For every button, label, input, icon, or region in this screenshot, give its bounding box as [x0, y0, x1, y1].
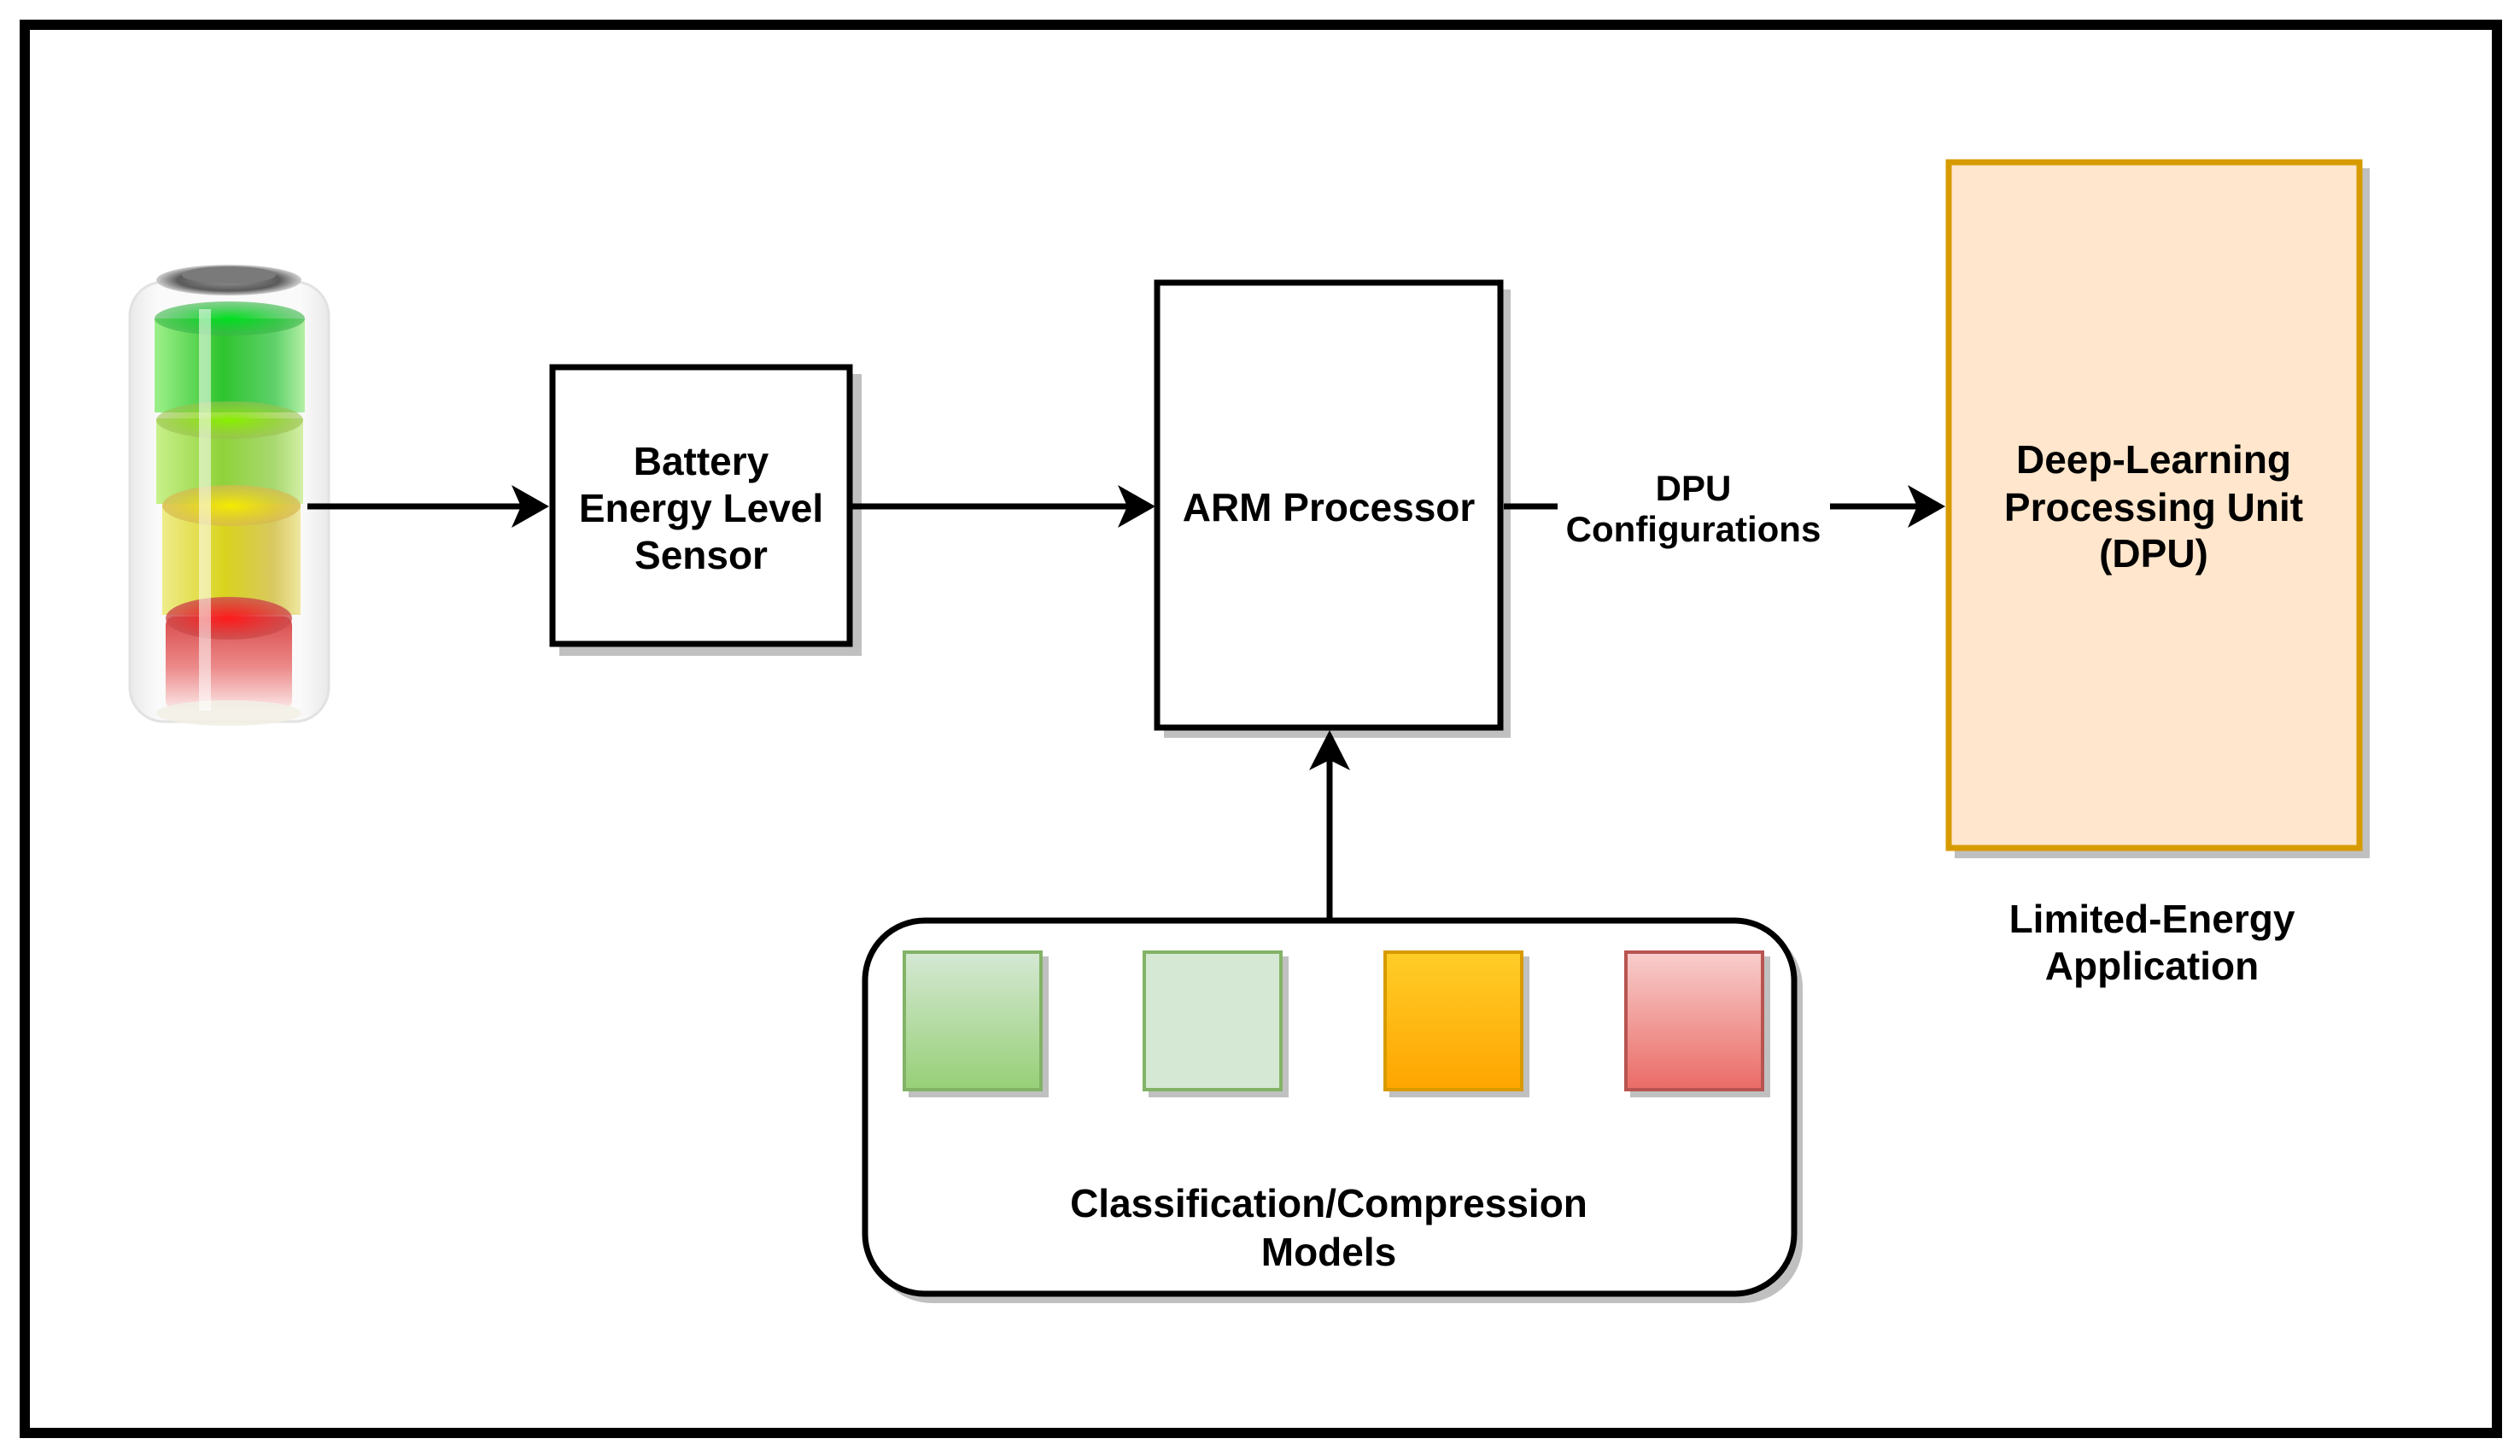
edge-label-line-2: Configurations: [1566, 509, 1821, 549]
model-square-1: [903, 950, 1049, 1097]
battery-terminal-top: [182, 266, 276, 284]
sensor-label-line-2: Energy Level: [579, 486, 823, 530]
battery-level-yellow-top: [162, 485, 301, 526]
battery-energy-sensor-box: Battery Energy Level Sensor: [549, 364, 862, 656]
edge-label-line-1: DPU: [1656, 468, 1732, 508]
arrow-sensor-to-processor: [852, 485, 1155, 528]
model-square-4: [1624, 950, 1770, 1097]
application-caption-line-1: Limited-Energy: [2009, 897, 2295, 941]
arrow-battery-to-sensor: [307, 485, 549, 528]
dpu-label-line-1: Deep-Learning: [2016, 437, 2291, 482]
battery-level-red: [166, 617, 292, 709]
model-square-2: [1143, 950, 1289, 1097]
battery-level-icon: [128, 265, 330, 726]
sensor-label-line-3: Sensor: [634, 533, 768, 577]
arrow-processor-to-dpu: [1504, 485, 1945, 528]
dpu-box: Deep-Learning Processing Unit (DPU): [1945, 159, 2370, 858]
battery-highlight: [199, 309, 211, 710]
models-label-line-2: Models: [1261, 1230, 1396, 1274]
battery-level-red-top: [166, 597, 292, 640]
processor-label: ARM Processor: [1183, 485, 1476, 529]
battery-level-green-top: [155, 301, 305, 336]
outer-frame: [20, 20, 2502, 1438]
models-container: Classification/Compression Models: [862, 917, 1803, 1303]
arm-processor-box: ARM Processor: [1154, 279, 1511, 738]
battery-level-lime-top: [156, 401, 303, 439]
model-square-3: [1383, 950, 1529, 1097]
models-label-line-1: Classification/Compression: [1070, 1181, 1587, 1225]
sensor-label-line-1: Battery: [634, 439, 769, 483]
dpu-label-line-3: (DPU): [2099, 531, 2208, 576]
arrow-models-to-processor: [1309, 730, 1350, 918]
dpu-label-line-2: Processing Unit: [2004, 485, 2303, 529]
application-caption-line-2: Application: [2045, 944, 2259, 988]
battery-base: [156, 700, 301, 726]
